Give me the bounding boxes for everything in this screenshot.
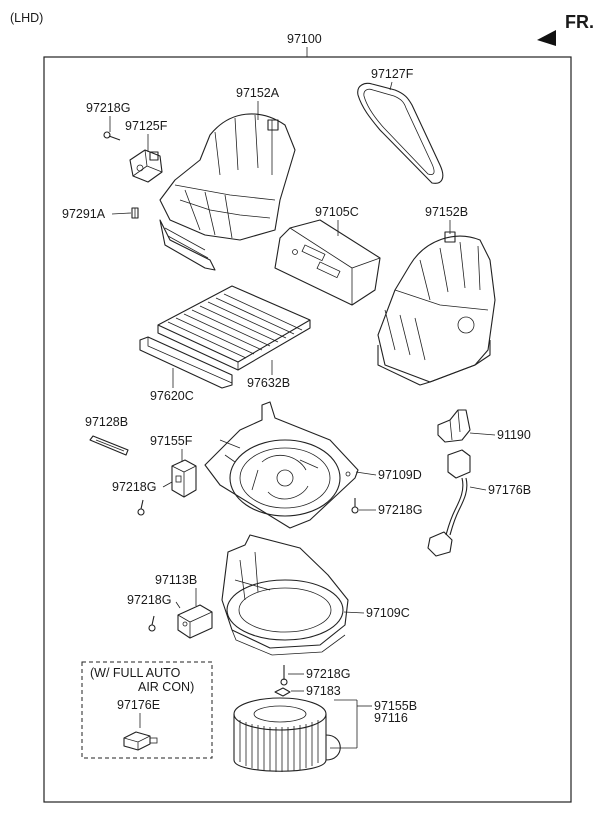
option-line1: (W/ FULL AUTO bbox=[90, 666, 181, 680]
label-97218g-left: 97218G bbox=[112, 480, 156, 494]
front-direction-label: FR. bbox=[565, 12, 594, 32]
screw-97218g-top bbox=[103, 131, 121, 141]
label-97218g-top: 97218G bbox=[86, 101, 130, 115]
label-97620c: 97620C bbox=[150, 389, 194, 403]
guide-97620c bbox=[139, 336, 233, 389]
resistor-97155f bbox=[171, 459, 197, 498]
actuator-97125f bbox=[129, 149, 163, 183]
label-97218g-right: 97218G bbox=[378, 503, 422, 517]
option-line2: AIR CON) bbox=[138, 680, 194, 694]
label-97632b: 97632B bbox=[247, 376, 290, 390]
label-97105c: 97105C bbox=[315, 205, 359, 219]
harness-97176b bbox=[427, 449, 471, 557]
leader-97176b bbox=[469, 486, 487, 491]
leader-97218g-lower bbox=[175, 601, 181, 609]
clip-97291a bbox=[131, 207, 139, 219]
label-97218g-lower: 97218G bbox=[127, 593, 171, 607]
leader-97109d bbox=[355, 471, 377, 476]
sensor-97176e bbox=[123, 731, 158, 751]
clip-97183 bbox=[274, 687, 291, 697]
leader-97218g-left bbox=[162, 481, 173, 488]
screw-97218g-lower bbox=[148, 615, 156, 632]
front-arrow-icon bbox=[537, 30, 556, 46]
case-97152b bbox=[377, 231, 496, 386]
seal-97127f bbox=[357, 82, 444, 184]
screw-97218g-left bbox=[137, 499, 145, 516]
assembly-number: 97100 bbox=[287, 32, 322, 46]
label-97128b: 97128B bbox=[85, 415, 128, 429]
label-97113b: 97113B bbox=[155, 573, 197, 587]
label-97155b: 97155B bbox=[374, 699, 417, 713]
label-97125f: 97125F bbox=[125, 119, 168, 133]
label-97109c: 97109C bbox=[366, 606, 410, 620]
label-91190: 91190 bbox=[497, 428, 531, 442]
cover-97105c bbox=[274, 219, 381, 306]
variant-label: (LHD) bbox=[10, 11, 43, 25]
blower-fan-97116 bbox=[233, 697, 341, 772]
case-97109c bbox=[221, 534, 349, 656]
label-97176b: 97176B bbox=[488, 483, 531, 497]
label-97155f: 97155F bbox=[150, 434, 193, 448]
controller-97113b bbox=[177, 604, 213, 639]
label-97127f: 97127F bbox=[371, 67, 414, 81]
connector-91190 bbox=[437, 409, 471, 443]
leader-97109c bbox=[343, 611, 365, 614]
screw-97218g-right bbox=[351, 498, 359, 514]
filter-97632b bbox=[157, 285, 311, 371]
option-box bbox=[81, 661, 213, 759]
leader-91190 bbox=[469, 432, 496, 436]
label-97176e: 97176E bbox=[117, 698, 160, 712]
leader-97291a bbox=[111, 212, 132, 215]
label-97109d: 97109D bbox=[378, 468, 422, 482]
label-97291a: 97291A bbox=[62, 207, 106, 221]
case-97152a bbox=[159, 113, 296, 271]
label-97218g-bottom: 97218G bbox=[306, 667, 350, 681]
case-97109d bbox=[204, 401, 359, 529]
label-97116: 97116 bbox=[374, 711, 408, 725]
label-97152b: 97152B bbox=[425, 205, 468, 219]
strip-97128b bbox=[89, 435, 129, 456]
leader-97127f bbox=[389, 81, 393, 91]
label-97183: 97183 bbox=[306, 684, 341, 698]
label-97152a: 97152A bbox=[236, 86, 280, 100]
screw-97218g-bottom bbox=[280, 665, 288, 686]
assembly-frame bbox=[43, 56, 572, 803]
